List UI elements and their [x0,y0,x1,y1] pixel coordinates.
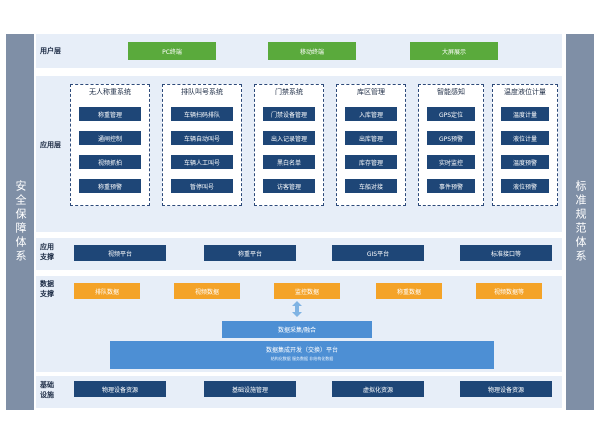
platform-subtitle: 结构化数据 服务数据 非结构化数据 [270,356,334,361]
big-screen-box: 大屏展示 [410,42,498,60]
app-support-box: 视频平台 [74,245,166,261]
module-item: 视频抓拍 [79,155,141,169]
module-item: 称重预警 [79,179,141,193]
module-warehouse: 库区管理 入库管理 出库管理 库存管理 车船对接 [336,84,406,206]
module-queue: 排队叫号系统 车辆扫码排队 车辆自动叫号 车辆人工叫号 暂停叫号 [162,84,242,206]
module-item: 称重管理 [79,107,141,121]
user-layer-label: 用户层 [40,47,61,55]
module-item: 车船对接 [345,179,397,193]
infrastructure-label: 基础 设施 [40,381,54,399]
module-item: 车辆扫码排队 [171,107,233,121]
app-support-box: 标准接口等 [460,245,552,261]
module-item: 液位预警 [501,179,549,193]
module-access: 门禁系统 门禁设备管理 出入记录管理 黑白名单 访客管理 [254,84,324,206]
pc-terminal-box: PC终端 [128,42,216,60]
module-item: 实时监控 [427,155,475,169]
module-item: 车辆人工叫号 [171,155,233,169]
infrastructure-box: 基础设施管理 [204,381,296,397]
module-temperature: 温度液位计量 温度计量 液位计量 温度预警 液位预警 [492,84,558,206]
module-item: 温度预警 [501,155,549,169]
security-system-bar: 安全保障体系 [6,34,34,410]
module-title: 排队叫号系统 [181,88,223,96]
module-item: 库存管理 [345,155,397,169]
module-item: 事件预警 [427,179,475,193]
module-item: GPS预警 [427,131,475,145]
module-item: GPS定位 [427,107,475,121]
module-item: 暂停叫号 [171,179,233,193]
mobile-terminal-box: 移动终端 [268,42,356,60]
data-source-box: 排队数据 [74,283,140,299]
data-support-label: 数据 支撑 [40,280,54,298]
module-item: 黑白名单 [263,155,315,169]
module-title: 智能感知 [437,88,465,96]
standards-system-bar: 标准规范体系 [566,34,594,410]
module-item: 访客管理 [263,179,315,193]
module-item: 门禁设备管理 [263,107,315,121]
module-item: 液位计量 [501,131,549,145]
data-collection-box: 数据采集/融合 [222,321,372,338]
app-support-label: 应用 支撑 [40,243,54,261]
infrastructure-box: 物理设备资源 [74,381,166,397]
app-support-box: 称重平台 [204,245,296,261]
data-source-box: 视频数据等 [476,283,542,299]
double-arrow-icon [292,301,302,317]
module-item: 通闸控制 [79,131,141,145]
app-support-box: GIS平台 [332,245,424,261]
data-source-box: 称重数据 [376,283,442,299]
module-item: 出入记录管理 [263,131,315,145]
data-integration-platform: 数据集成开发（交换）平台 结构化数据 服务数据 非结构化数据 [110,341,494,369]
module-item: 入库管理 [345,107,397,121]
module-item: 车辆自动叫号 [171,131,233,145]
infrastructure-box: 虚拟化资源 [332,381,424,397]
module-item: 出库管理 [345,131,397,145]
data-source-box: 视频数据 [174,283,240,299]
platform-title: 数据集成开发（交换）平台 [265,347,338,354]
module-title: 温度液位计量 [504,88,546,96]
module-title: 门禁系统 [275,88,303,96]
data-source-box: 监控数据 [274,283,340,299]
module-title: 库区管理 [357,88,385,96]
application-layer-label: 应用层 [40,141,61,149]
module-item: 温度计量 [501,107,549,121]
module-title: 无人称重系统 [89,88,131,96]
module-weighing: 无人称重系统 称重管理 通闸控制 视频抓拍 称重预警 [70,84,150,206]
infrastructure-box: 物理设备资源 [460,381,552,397]
module-sensing: 智能感知 GPS定位 GPS预警 实时监控 事件预警 [418,84,484,206]
